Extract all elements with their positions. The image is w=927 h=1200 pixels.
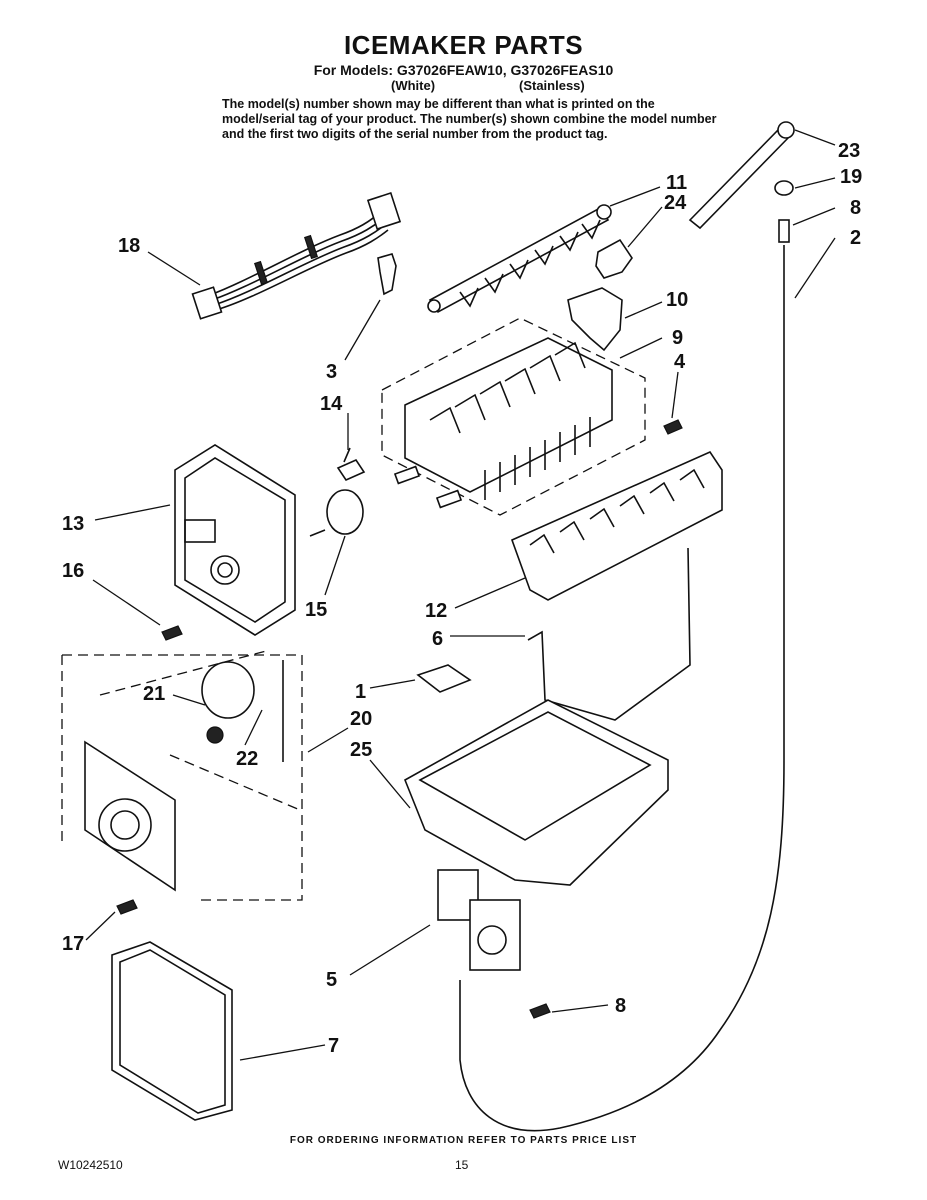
callout-25: 25 <box>350 739 372 761</box>
screw-part-17 <box>116 899 138 915</box>
screw-part-8 <box>529 1003 551 1019</box>
variant-white-label: (White) <box>391 78 436 93</box>
foam-pad-part <box>111 941 233 1121</box>
ordering-note: FOR ORDERING INFORMATION REFER TO PARTS … <box>289 1135 638 1146</box>
label-part <box>416 664 472 693</box>
callout-22: 22 <box>236 748 258 770</box>
model-disclaimer: The model(s) number shown may be differe… <box>222 97 717 141</box>
callout-12: 12 <box>425 600 447 622</box>
callout-8-lower: 8 <box>615 995 626 1017</box>
callout-3: 3 <box>326 361 337 383</box>
ice-stripper-part <box>510 450 723 601</box>
callout-17: 17 <box>62 933 84 955</box>
callout-16: 16 <box>62 560 84 582</box>
document-id: W10242510 <box>58 1158 123 1172</box>
callout-20: 20 <box>350 708 372 730</box>
callout-19: 19 <box>840 166 862 188</box>
ejector-part <box>427 204 612 314</box>
callout-11: 11 <box>666 172 687 194</box>
callout-leaders <box>85 129 836 1061</box>
mold-cover-part <box>567 287 623 352</box>
shutoff-clip-part <box>336 447 366 482</box>
motor-assembly-part <box>61 649 303 901</box>
ice-mold-part <box>381 317 646 516</box>
callout-1: 1 <box>355 681 366 703</box>
callout-18: 18 <box>118 235 140 257</box>
callout-14: 14 <box>320 393 343 415</box>
callout-2: 2 <box>850 227 861 249</box>
ice-bin-part <box>403 699 669 886</box>
screw-part-4 <box>663 419 683 435</box>
callout-10: 10 <box>666 289 688 311</box>
callout-23: 23 <box>838 140 860 162</box>
callout-24: 24 <box>664 192 687 214</box>
callout-7: 7 <box>328 1035 339 1057</box>
shutoff-arm-part <box>527 547 691 721</box>
screw-part-16 <box>161 625 183 641</box>
control-housing-part <box>174 444 296 636</box>
callout-8-upper: 8 <box>850 197 861 219</box>
wire-harness-part <box>191 192 402 320</box>
callout-15: 15 <box>305 599 327 621</box>
harness-clip-part <box>377 253 397 296</box>
fill-tube-part <box>459 121 795 1132</box>
callout-5: 5 <box>326 969 337 991</box>
bearing-part <box>595 238 633 279</box>
callout-4: 4 <box>674 351 686 373</box>
callout-6: 6 <box>432 628 443 650</box>
callout-13: 13 <box>62 513 84 535</box>
variant-stainless-label: (Stainless) <box>519 78 585 93</box>
callout-9: 9 <box>672 327 683 349</box>
page-title: ICEMAKER PARTS <box>343 30 584 60</box>
water-valve-part <box>437 869 521 1020</box>
thermostat-part <box>309 489 364 537</box>
models-line: For Models: G37026FEAW10, G37026FEAS10 <box>313 62 614 78</box>
callout-21: 21 <box>143 683 165 705</box>
page-number: 15 <box>455 1158 469 1172</box>
